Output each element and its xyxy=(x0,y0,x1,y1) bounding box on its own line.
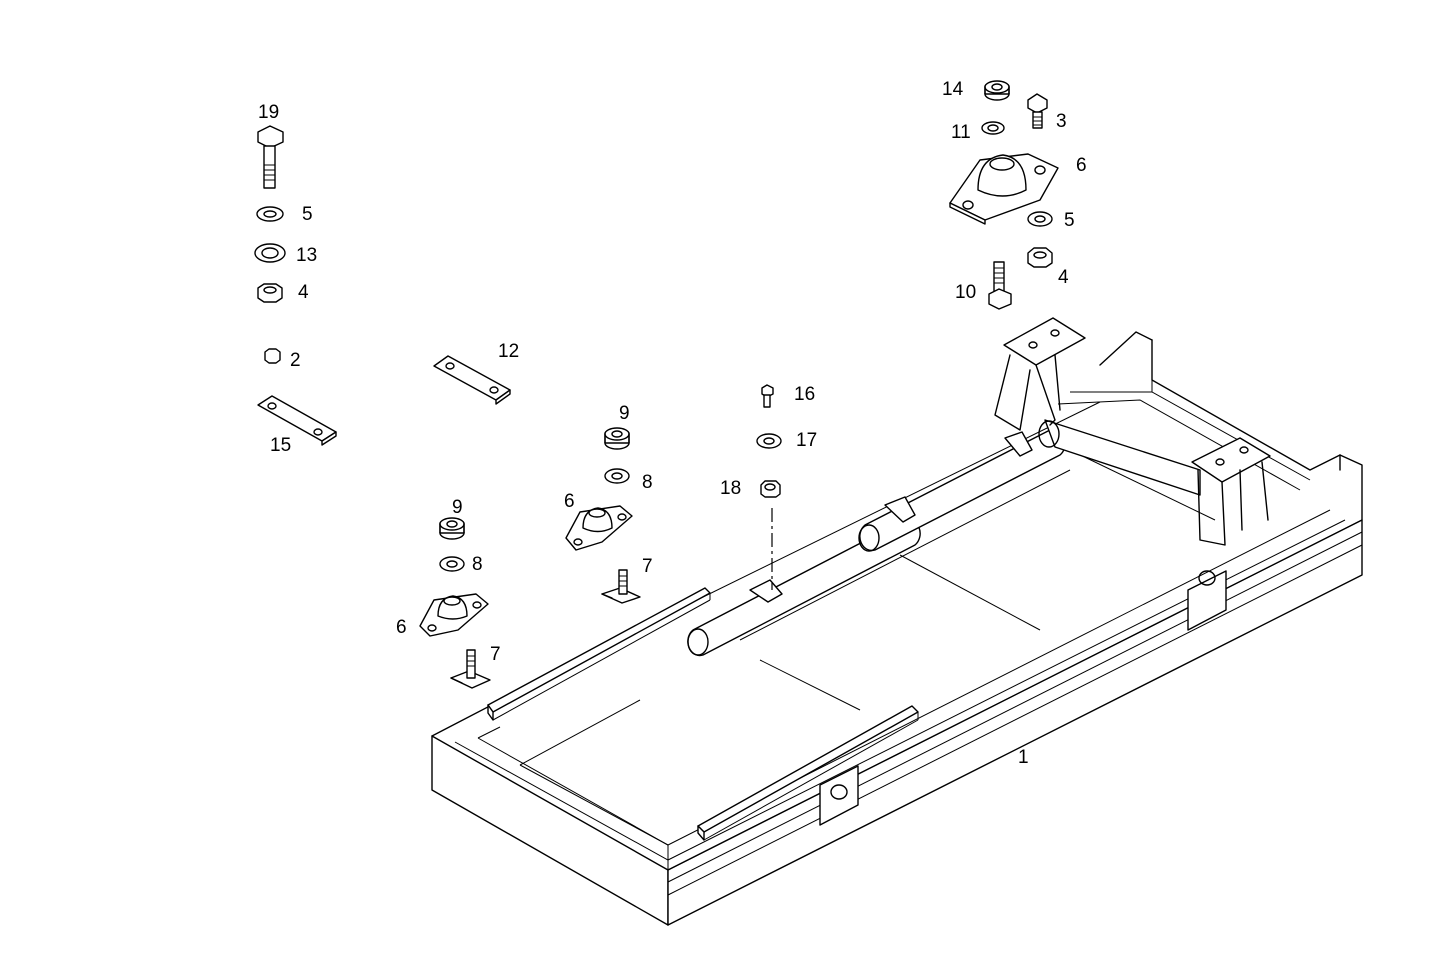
label-8-lower: 8 xyxy=(472,554,483,575)
plate-15 xyxy=(257,395,337,446)
label-4-right: 4 xyxy=(1058,267,1069,288)
frame-part-1 xyxy=(431,317,1363,926)
label-5-right: 5 xyxy=(1064,210,1075,231)
label-7-lower: 7 xyxy=(490,644,501,665)
washer-13 xyxy=(254,243,286,263)
label-9-lower: 9 xyxy=(452,497,463,518)
nut-18 xyxy=(760,480,781,498)
nut-14 xyxy=(984,80,1010,101)
label-7-upper: 7 xyxy=(642,556,653,577)
bolt-16 xyxy=(761,384,774,408)
label-1: 1 xyxy=(1018,747,1029,768)
label-14: 14 xyxy=(942,79,964,100)
label-13: 13 xyxy=(296,245,317,266)
label-6-right: 6 xyxy=(1076,155,1087,176)
washer-8-lower xyxy=(439,556,465,572)
washer-11 xyxy=(981,121,1005,135)
mount-6-lower xyxy=(419,593,489,637)
rail-right xyxy=(697,705,919,841)
rail-left xyxy=(487,587,711,721)
callout-labels: 19 5 13 4 2 15 12 9 8 6 7 9 8 6 7 16 17 … xyxy=(258,79,1087,768)
bolt-10 xyxy=(988,261,1012,310)
washer-17 xyxy=(756,433,782,449)
cross-tube-2 xyxy=(858,428,1066,552)
label-2: 2 xyxy=(290,350,301,371)
washer-8-upper xyxy=(604,468,630,484)
label-4-left: 4 xyxy=(298,282,309,303)
label-3: 3 xyxy=(1056,111,1067,132)
label-17: 17 xyxy=(796,430,817,451)
bolt-19 xyxy=(257,125,284,189)
stud-7-upper xyxy=(601,569,641,604)
label-6-lower: 6 xyxy=(396,617,407,638)
washer-5-right xyxy=(1027,211,1053,227)
label-10: 10 xyxy=(955,282,976,303)
bolt-3 xyxy=(1027,93,1048,129)
label-16: 16 xyxy=(794,384,815,405)
nut-4-right xyxy=(1027,247,1053,268)
stud-7-lower xyxy=(450,649,491,689)
washer-5-left xyxy=(256,206,284,222)
plate-12 xyxy=(433,355,511,405)
label-6-upper: 6 xyxy=(564,491,575,512)
label-15: 15 xyxy=(270,435,291,456)
label-5-left: 5 xyxy=(302,204,313,225)
cross-tube-3 xyxy=(1038,419,1201,496)
label-18: 18 xyxy=(720,478,741,499)
nut-4-left xyxy=(257,283,283,303)
rear-bracket-left xyxy=(994,317,1086,431)
mount-6-right xyxy=(949,153,1059,225)
label-9-upper: 9 xyxy=(619,403,630,424)
nut-2 xyxy=(264,348,281,364)
nut-9-lower xyxy=(439,517,465,540)
label-12: 12 xyxy=(498,341,519,362)
mount-6-upper xyxy=(565,505,633,551)
label-8-upper: 8 xyxy=(642,472,653,493)
rear-bracket-right xyxy=(1191,437,1271,546)
label-11: 11 xyxy=(951,122,971,143)
nut-9-upper xyxy=(604,427,630,450)
label-19: 19 xyxy=(258,102,279,123)
